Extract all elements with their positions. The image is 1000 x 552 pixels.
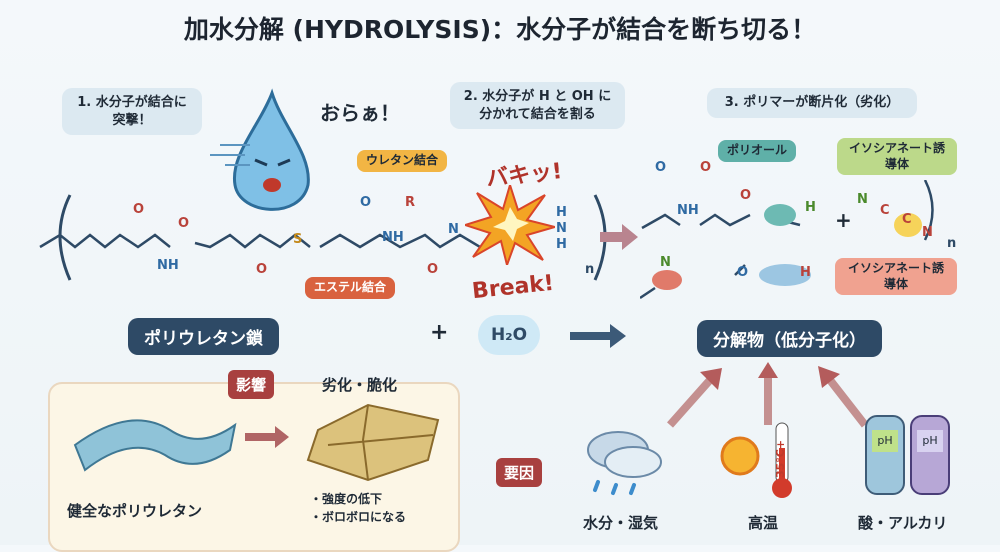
point-crumble: ・ボロボロになる xyxy=(310,510,407,524)
sun-thermometer-icon xyxy=(720,422,792,498)
atom-n: N xyxy=(922,225,933,240)
fragment-products-diagram xyxy=(640,180,934,300)
factor-badge: 要因 xyxy=(496,458,543,487)
atom-r: R xyxy=(405,195,416,210)
atom-nh: NH xyxy=(157,258,179,273)
temperature-label: 35°C+ xyxy=(774,439,787,478)
water-pill: H₂O xyxy=(478,315,540,355)
rain-cloud-icon xyxy=(587,431,662,495)
atom-o: O xyxy=(700,160,712,175)
atom-n: N xyxy=(660,255,671,270)
plus-sign: + xyxy=(430,320,449,345)
polyol-label: ポリオール xyxy=(718,140,797,162)
atom-h: H xyxy=(800,265,811,280)
atom-n: N xyxy=(857,192,868,207)
atom-nh: NH xyxy=(382,230,404,245)
atom-h: H xyxy=(805,200,816,215)
factor-acid-alkali: 酸・アルカリ xyxy=(858,514,948,532)
point-strength: ・強度の低下 xyxy=(310,492,383,506)
isocyanate-label-red: イソシアネート誘導体 xyxy=(835,258,957,296)
step-1-bubble: 1. 水分子が結合に突撃！ xyxy=(62,88,202,136)
atom-o: O xyxy=(360,195,372,210)
step-2-bubble: 2. 水分子が H と OH に分かれて結合を割る xyxy=(450,82,625,130)
ester-bond-label: エステル結合 xyxy=(305,277,396,299)
subscript-n: n xyxy=(947,236,957,251)
atom-o: O xyxy=(133,202,145,217)
ph-display: pH xyxy=(917,430,943,452)
ph-meter-icon: pH pH xyxy=(860,405,960,500)
atom-o: O xyxy=(740,188,752,203)
product-pill: 分解物（低分子化） xyxy=(697,320,882,357)
effect-badge: 影響 xyxy=(228,370,275,399)
atom-o: O xyxy=(427,262,439,277)
atom-c: C xyxy=(902,212,912,227)
atom-o: O xyxy=(256,262,268,277)
step-3-bubble: 3. ポリマーが断片化（劣化） xyxy=(707,88,917,118)
reactant-pill: ポリウレタン鎖 xyxy=(128,318,279,355)
factor-moisture: 水分・湿気 xyxy=(583,514,659,532)
atom-c: C xyxy=(880,203,890,218)
factor-heat: 高温 xyxy=(748,514,779,532)
healthy-label: 健全なポリウレタン xyxy=(67,502,203,520)
atom-o: O xyxy=(178,216,190,231)
factor-arrows xyxy=(667,362,869,428)
atom-n: N xyxy=(448,222,459,237)
crumbled-material-icon xyxy=(306,403,440,482)
arrow-right-icon xyxy=(570,324,626,348)
atom-h: H xyxy=(556,205,567,220)
plus-sign: + xyxy=(835,208,852,232)
subscript-n: n xyxy=(585,262,595,277)
shout-text: おらぁ！ xyxy=(320,101,400,125)
atom-n: N xyxy=(556,221,567,236)
page-title: 加水分解 (HYDROLYSIS)：水分子が結合を断ち切る！ xyxy=(183,15,817,44)
atom-s: S xyxy=(293,232,303,247)
isocyanate-label-green: イソシアネート誘導体 xyxy=(837,138,957,176)
water-drop-mascot-icon xyxy=(210,88,310,211)
ph-display: pH xyxy=(872,430,898,452)
atom-nh: NH xyxy=(677,203,699,218)
arrow-right-icon xyxy=(245,426,289,448)
explosion-icon xyxy=(465,185,555,265)
urethane-bond-label: ウレタン結合 xyxy=(357,150,448,172)
atom-h: H xyxy=(556,237,567,252)
atom-o: O xyxy=(655,160,667,175)
degradation-title: 劣化・脆化 xyxy=(322,376,398,394)
degradation-points: ・強度の低下 ・ボロボロになる xyxy=(310,490,406,526)
arrow-right-icon xyxy=(600,224,638,250)
healthy-sheet-icon xyxy=(73,419,237,472)
atom-o: O xyxy=(737,265,749,280)
